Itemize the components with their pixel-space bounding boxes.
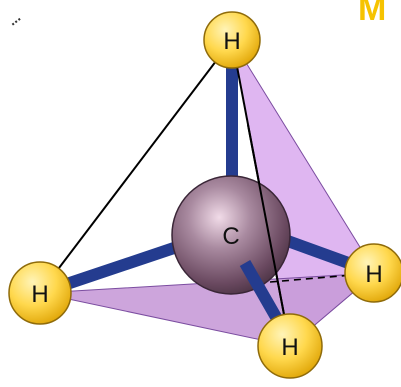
- tetrahedron-edge-front-overlay: [247, 124, 291, 347]
- hydrogen-label-right: H: [365, 261, 382, 288]
- hydrogen-label-left: H: [31, 281, 48, 308]
- hydrogen-label-front: H: [281, 334, 298, 361]
- hydrogen-atom-top: H: [203, 11, 261, 69]
- partial-text-top-right: M: [358, 0, 386, 28]
- hydrogen-label-top: H: [223, 28, 240, 55]
- carbon-label: C: [222, 223, 239, 250]
- hydrogen-atom-right: H: [344, 243, 401, 303]
- tetrahedron-edge-top-left: [39, 39, 233, 294]
- hydrogen-atom-front: H: [257, 313, 323, 379]
- hydrogen-atom-left: H: [8, 261, 72, 325]
- partial-text-top-left: ...: [4, 9, 23, 29]
- carbon-atom: [171, 175, 291, 295]
